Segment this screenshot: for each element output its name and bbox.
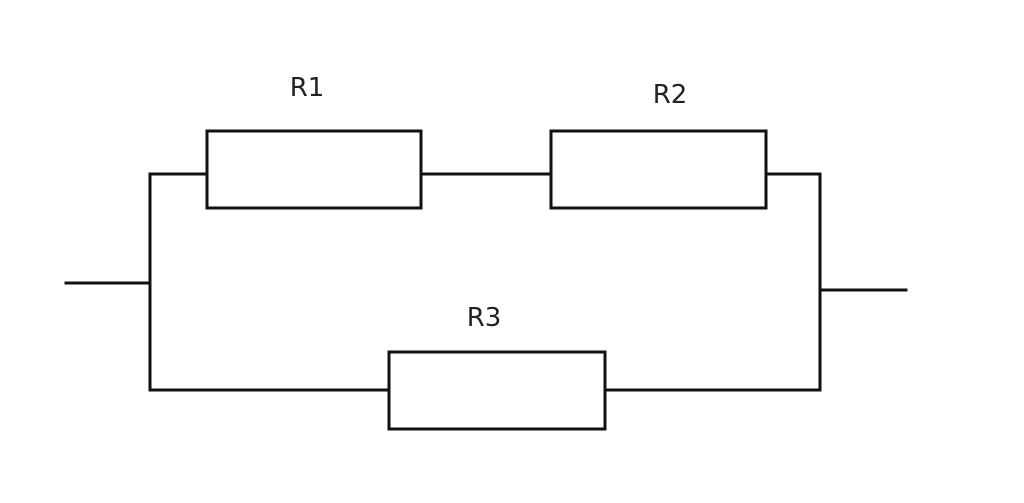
resistor-r1-body [205, 129, 423, 210]
resistor-r3-body [387, 350, 607, 431]
resistor-r2: R2 [549, 80, 768, 210]
resistor-r3: R3 [387, 303, 607, 431]
resistor-r3-label: R3 [467, 303, 502, 333]
resistor-r2-body [549, 129, 768, 210]
resistor-r1: R1 [205, 73, 423, 210]
resistor-r2-label: R2 [653, 80, 688, 110]
resistor-r1-label: R1 [290, 73, 325, 103]
